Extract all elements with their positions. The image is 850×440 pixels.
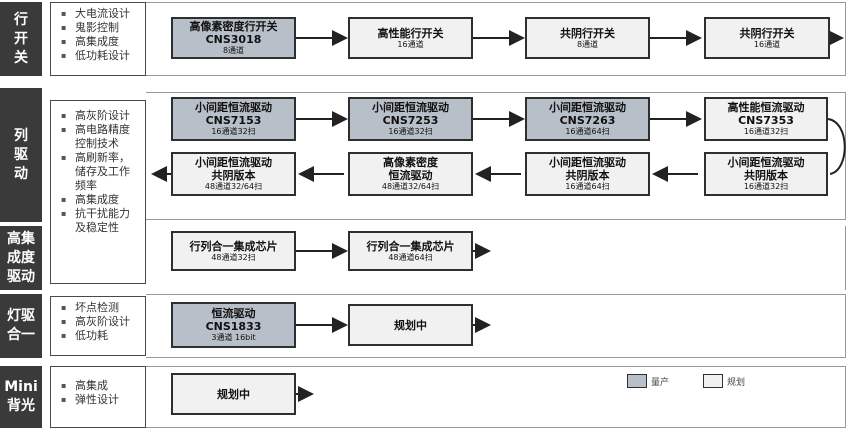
product-spec: 16通道64扫 [565, 127, 610, 136]
product-cns7253: 小间距恒流驱动 CNS7253 16通道32扫 [348, 97, 473, 141]
feature-item: 高刷新率， 储存及工作 频率 [61, 151, 139, 193]
product-title: 小间距恒流驱动 CNS7253 [372, 101, 449, 127]
row-frame-light-driver [146, 294, 846, 358]
feature-item: 弹性设计 [61, 393, 139, 407]
product-title: 小间距恒流驱动 共阴版本 [727, 156, 805, 182]
feature-item: 坏点检测 [61, 301, 139, 315]
legend-swatch-mass [627, 374, 647, 388]
product-title: 高像素密度行开关 CNS3018 [189, 20, 278, 46]
product-spec: 8通道 [576, 39, 599, 49]
features-light-driver: 坏点检测 高灰阶设计 低功耗 [50, 296, 146, 356]
legend-swatch-plan [703, 374, 723, 388]
feature-item: 高集成 [61, 379, 139, 393]
feature-item: 高集成度 [61, 35, 139, 49]
product-spec: 16通道64扫 [565, 182, 610, 191]
product-title: 小间距恒流驱动 共阴版本 [195, 156, 272, 182]
feature-item: 高集成度 [61, 193, 139, 207]
product-high-performance-row-switch: 高性能行开关 16通道 [348, 17, 473, 59]
product-spec: 16通道32扫 [743, 182, 789, 191]
product-spec: 48通道32/64扫 [381, 182, 440, 191]
features-row-switch: 大电流设计 鬼影控制 高集成度 低功耗设计 [50, 2, 146, 76]
product-common-cathode-row-switch-16ch: 共阴行开关 16通道 [704, 17, 830, 59]
feature-item: 抗干扰能力 及稳定性 [61, 207, 139, 235]
feature-item: 鬼影控制 [61, 21, 139, 35]
arrow [827, 118, 846, 175]
product-title: 共阴行开关 [560, 26, 615, 40]
product-cns7153: 小间距恒流驱动 CNS7153 16通道32扫 [171, 97, 296, 141]
product-cns1833: 恒流驱动 CNS1833 3通道 16bit [171, 302, 296, 348]
feature-item: 高灰阶设计 [61, 315, 139, 329]
product-mini-planning: 规划中 [171, 373, 296, 415]
product-spec: 16通道32扫 [211, 127, 256, 136]
product-spec: 3通道 16bit [211, 333, 256, 342]
feature-item: 低功耗 [61, 329, 139, 343]
category-row-switch: 行 开 关 [0, 2, 42, 76]
product-title: 高像素密度 恒流驱动 [383, 156, 438, 182]
product-title: 小间距恒流驱动 CNS7263 [549, 101, 626, 127]
feature-item: 高电路精度 控制技术 [61, 123, 139, 151]
row-frame-column-driver [146, 92, 846, 220]
product-light-planning: 规划中 [348, 304, 473, 346]
features-column-driver: 高灰阶设计 高电路精度 控制技术 高刷新率， 储存及工作 频率 高集成度 抗干扰… [50, 100, 146, 284]
product-common-cathode-32: 小间距恒流驱动 共阴版本 16通道32扫 [704, 152, 828, 196]
product-title: 高性能行开关 [377, 26, 444, 40]
feature-item: 高灰阶设计 [61, 109, 139, 123]
product-spec: 16通道32扫 [388, 127, 433, 136]
product-title: 行列合一集成芯片 [366, 239, 455, 253]
features-mini-backlight: 高集成 弹性设计 [50, 366, 146, 428]
product-spec: 16通道 [753, 39, 781, 49]
product-spec: 48通道64扫 [388, 252, 433, 262]
product-spec: 48通道32/64扫 [204, 182, 263, 191]
product-integrated-chip-64: 行列合一集成芯片 48通道64扫 [348, 231, 473, 271]
product-title: 规划中 [394, 318, 427, 332]
row-frame-row-switch [146, 2, 846, 76]
product-title: 规划中 [217, 387, 250, 401]
product-spec: 8通道 [222, 46, 245, 55]
category-column-driver: 列 驱 动 [0, 88, 42, 222]
product-title: 恒流驱动 CNS1833 [205, 307, 262, 333]
product-title: 共阴行开关 [739, 26, 795, 40]
product-title: 小间距恒流驱动 共阴版本 [549, 156, 626, 182]
product-common-cathode-64: 小间距恒流驱动 共阴版本 16通道64扫 [525, 152, 650, 196]
product-cns3018: 高像素密度行开关 CNS3018 8通道 [171, 17, 296, 59]
product-spec: 48通道32扫 [211, 252, 256, 262]
product-spec: 16通道 [397, 39, 424, 49]
category-mini-backlight: Mini 背光 [0, 366, 42, 428]
product-48ch-common-cathode: 小间距恒流驱动 共阴版本 48通道32/64扫 [171, 152, 296, 196]
product-cns7353: 高性能恒流驱动 CNS7353 16通道32扫 [704, 97, 828, 141]
legend-label-plan: 规划 [727, 378, 746, 388]
row-frame-high-integration [146, 226, 846, 290]
category-light-driver: 灯驱 合一 [0, 294, 42, 358]
product-cns7263: 小间距恒流驱动 CNS7263 16通道64扫 [525, 97, 650, 141]
product-title: 小间距恒流驱动 CNS7153 [195, 101, 272, 127]
legend-label-mass: 量产 [651, 378, 670, 388]
product-common-cathode-row-switch-8ch: 共阴行开关 8通道 [525, 17, 650, 59]
product-integrated-chip-32: 行列合一集成芯片 48通道32扫 [171, 231, 296, 271]
feature-item: 低功耗设计 [61, 49, 139, 63]
feature-item: 大电流设计 [61, 7, 139, 21]
row-frame-mini-backlight [146, 366, 846, 428]
product-high-density-driver: 高像素密度 恒流驱动 48通道32/64扫 [348, 152, 473, 196]
category-high-integration-driver: 高集 成度 驱动 [0, 226, 42, 290]
product-title: 高性能恒流驱动 CNS7353 [727, 101, 805, 127]
product-spec: 16通道32扫 [743, 127, 789, 136]
product-title: 行列合一集成芯片 [189, 239, 278, 253]
